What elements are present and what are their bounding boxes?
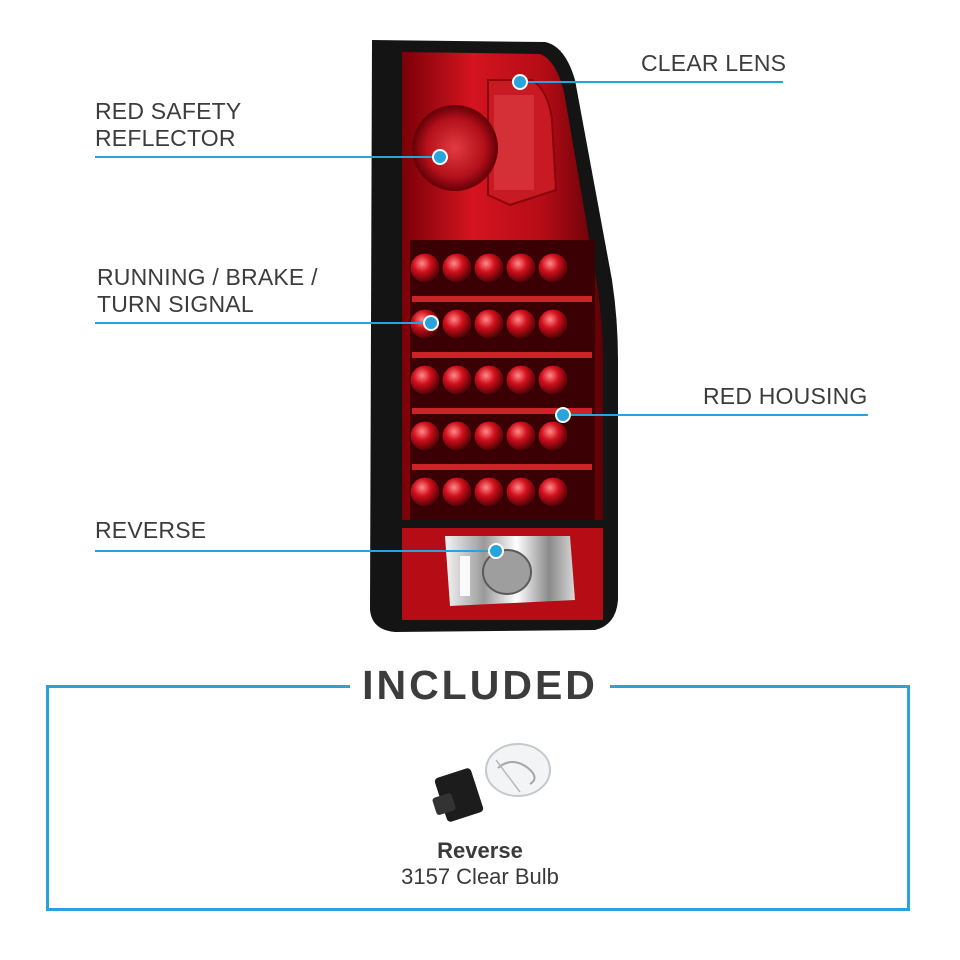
led xyxy=(505,308,537,340)
callout-reverse: REVERSE xyxy=(95,517,207,543)
dot-running xyxy=(423,315,439,331)
led xyxy=(473,364,505,396)
led xyxy=(441,420,473,452)
led xyxy=(537,308,569,340)
led xyxy=(441,476,473,508)
included-title: INCLUDED xyxy=(350,660,610,710)
led xyxy=(537,476,569,508)
callout-dots xyxy=(423,74,571,559)
reverse-bulb-socket xyxy=(482,549,532,595)
callout-lines xyxy=(95,81,868,552)
led xyxy=(473,308,505,340)
led xyxy=(505,364,537,396)
led xyxy=(473,252,505,284)
led-strips xyxy=(412,296,592,470)
dot-reflector xyxy=(432,149,448,165)
callout-clear-lens: CLEAR LENS xyxy=(641,50,787,76)
led xyxy=(537,252,569,284)
led xyxy=(537,364,569,396)
included-bulb-description: 3157 Clear Bulb xyxy=(401,864,559,889)
dot-housing xyxy=(555,407,571,423)
led xyxy=(505,420,537,452)
led-array xyxy=(409,252,569,508)
led xyxy=(473,420,505,452)
callout-red-safety-reflector: RED SAFETY REFLECTOR xyxy=(95,98,242,151)
bulb-3157-icon xyxy=(432,743,551,822)
callout-running-brake-turn: RUNNING / BRAKE / TURN SIGNAL xyxy=(97,264,318,317)
led xyxy=(409,364,441,396)
led xyxy=(409,420,441,452)
callout-red-housing: RED HOUSING xyxy=(703,383,868,409)
included-bulb-name: Reverse xyxy=(437,838,523,863)
led xyxy=(505,252,537,284)
bulb-glass xyxy=(485,743,551,797)
bulb-base-clip xyxy=(432,793,456,815)
safety-reflector xyxy=(412,105,498,191)
dot-clear-lens xyxy=(512,74,528,90)
clear-lens-panel-inner xyxy=(494,95,534,190)
reverse-chrome-bar xyxy=(460,556,470,596)
led xyxy=(505,476,537,508)
led xyxy=(441,364,473,396)
led xyxy=(537,420,569,452)
led xyxy=(409,252,441,284)
led xyxy=(473,476,505,508)
led xyxy=(441,308,473,340)
led xyxy=(409,476,441,508)
bulb-filament xyxy=(497,761,536,785)
dot-reverse xyxy=(488,543,504,559)
led xyxy=(441,252,473,284)
